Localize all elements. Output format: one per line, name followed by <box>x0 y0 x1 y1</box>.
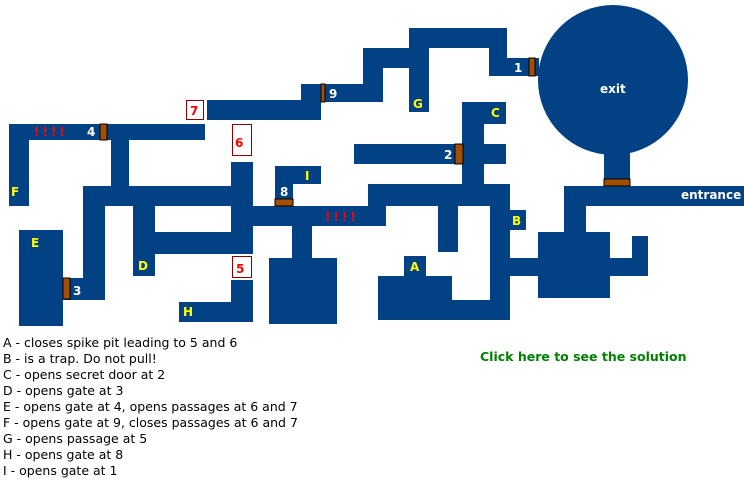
passage-7: 7 <box>190 104 198 118</box>
dungeon-map: 7 6 5 1 2 3 4 8 9 A B C D E F G H I !!!!… <box>9 5 744 326</box>
solution-link[interactable]: Click here to see the solution <box>480 349 687 364</box>
gate-label-9: 9 <box>329 87 337 101</box>
lever-f: F <box>11 185 19 199</box>
lever-a: A <box>410 260 420 274</box>
map-floor <box>9 5 744 326</box>
lever-legend: A - closes spike pit leading to 5 and 6 … <box>3 335 298 479</box>
gate-1 <box>528 57 536 77</box>
lever-e: E <box>31 236 39 250</box>
lever-b: B <box>512 214 521 228</box>
passage-5: 5 <box>236 262 244 276</box>
levers: A B C D E F G H I <box>11 97 521 319</box>
legend-item: G - opens passage at 5 <box>3 431 148 446</box>
legend-item: I - opens gate at 1 <box>3 463 118 478</box>
passage-boxes: 7 6 5 <box>186 100 252 278</box>
spike-pit-marker-middle: !!!! <box>325 210 359 224</box>
lever-i: I <box>305 169 309 183</box>
entrance-label: entrance <box>681 188 741 202</box>
gate-label-8: 8 <box>280 185 288 199</box>
legend-item: A - closes spike pit leading to 5 and 6 <box>3 335 238 350</box>
gate-numbers: 1 2 3 4 8 9 <box>73 61 522 298</box>
gate-label-2: 2 <box>444 148 452 162</box>
gate-2 <box>454 143 464 165</box>
exit-gate <box>603 178 631 187</box>
gate-label-1: 1 <box>514 61 522 75</box>
gates <box>62 57 631 300</box>
lever-h: H <box>183 305 193 319</box>
gate-label-3: 3 <box>73 284 81 298</box>
lever-d: D <box>138 259 148 273</box>
legend-item: H - opens gate at 8 <box>3 447 124 462</box>
legend-item: C - opens secret door at 2 <box>3 367 166 382</box>
gate-4 <box>99 123 108 141</box>
spike-pit-marker-top: !!!! <box>34 125 68 139</box>
legend-item: D - opens gate at 3 <box>3 383 124 398</box>
passage-6: 6 <box>235 136 243 150</box>
legend-item: F - opens gate at 9, closes passages at … <box>3 415 298 430</box>
lever-c: C <box>491 106 500 120</box>
gate-3 <box>62 277 71 300</box>
exit-label: exit <box>600 82 626 96</box>
lever-g: G <box>413 97 423 111</box>
legend-item: B - is a trap. Do not pull! <box>3 351 157 366</box>
legend-item: E - opens gate at 4, opens passages at 6… <box>3 399 298 414</box>
gate-8 <box>274 198 294 207</box>
gate-label-4: 4 <box>87 125 95 139</box>
gate-9 <box>320 83 326 103</box>
